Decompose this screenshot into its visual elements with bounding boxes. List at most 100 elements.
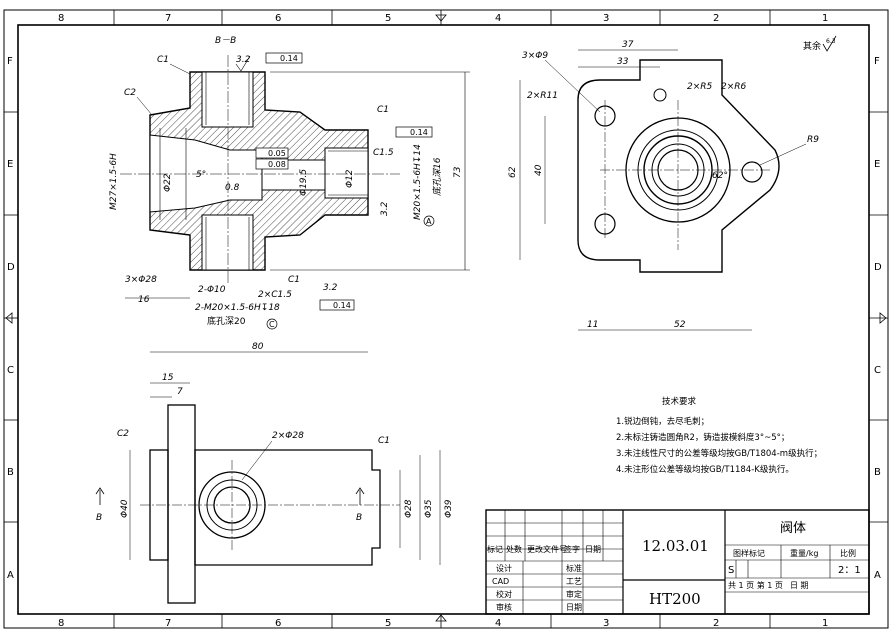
tb-sign-row: 设计 [496, 563, 512, 573]
hole-depth-16: 底孔深16 [432, 157, 443, 196]
dim-2-d10: 2-Φ10 [198, 285, 226, 295]
col-label: 5 [385, 618, 391, 629]
dim-c1: C1 [377, 105, 389, 115]
section-label: B－B [215, 36, 236, 46]
row-label: B [7, 467, 14, 478]
dim-c1: C1 [157, 55, 169, 65]
roughness-ra: 3.2 [380, 201, 390, 216]
thread-m20-bottom: 2-M20×1.5-6H↧18 [195, 303, 280, 313]
bolt-hole [741, 161, 763, 183]
col-label: 5 [385, 13, 391, 24]
tb-sign-row: 审核 [496, 602, 512, 612]
zone-ticks [4, 10, 888, 628]
material: HT200 [649, 590, 701, 608]
note-item: 2.未标注铸造圆角R2，铸造拔模斜度3°~5°； [616, 432, 789, 443]
part-name: 阀体 [780, 521, 806, 536]
thread-bore [324, 147, 369, 199]
row-label: F [7, 56, 13, 67]
outer-frame [3, 9, 889, 629]
row-label: E [7, 159, 13, 170]
dia-35: Φ35 [424, 499, 434, 518]
height-40: 40 [534, 164, 544, 176]
dim-c2: C2 [124, 88, 136, 98]
row-label: C [874, 365, 881, 376]
row-label: C [7, 365, 14, 376]
note-item: 3.未注线性尺寸的公差等级均按GB/T1804-m级执行； [616, 448, 822, 459]
bottom-view: 80 15 7 C2 2×Φ28 C1 Φ40 Φ28 Φ35 Φ39 B B [95, 342, 454, 604]
dim-2xr5: 2×R5 [687, 82, 713, 92]
row-label: B [874, 467, 881, 478]
col-label: 4 [495, 618, 501, 629]
sheet-count: 共 1 页 第 1 页 [728, 580, 783, 590]
dim-c1: C1 [288, 275, 300, 285]
datum-a: A [426, 217, 432, 226]
thread-m20-right: M20×1.5-6H↧14 [413, 144, 423, 220]
tolerance-0.08: 0.08 [268, 160, 286, 169]
angle-62: 62° [712, 171, 728, 181]
width-11: 11 [587, 320, 598, 330]
row-label: F [874, 56, 880, 67]
height-73: 73 [453, 166, 463, 178]
col-label: 8 [58, 618, 64, 629]
row-label: E [874, 159, 880, 170]
general-roughness: 其余 6.3 [803, 35, 837, 52]
dim-2xd28: 2×Φ28 [272, 431, 304, 441]
scale-label: 比例 [840, 548, 856, 558]
view-direction-b: B [356, 513, 362, 523]
row-label: A [7, 570, 14, 581]
col-label: 4 [495, 13, 501, 24]
flange-outline [577, 59, 780, 273]
section-view: B－B C1 C2 3.2 [109, 36, 470, 330]
tb-header: 日期 [585, 545, 601, 554]
tolerance-0.14: 0.14 [410, 128, 428, 137]
col-label: 6 [275, 13, 281, 24]
width-52: 52 [674, 320, 686, 330]
dim-2xr11: 2×R11 [527, 91, 558, 101]
tb-sign-row: CAD [492, 577, 509, 586]
tolerance-0.05: 0.05 [268, 149, 286, 158]
inner-frame [17, 24, 870, 615]
end-view: 37 33 3×Φ9 2×R11 2×R5 2×R6 R9 62 40 62° … [508, 40, 819, 331]
weight-label: 重量/kg [790, 548, 818, 558]
drawing-code: 12.03.01 [642, 537, 709, 555]
angle-5: 5° [196, 170, 206, 180]
tb-header: 更改文件号 [527, 544, 567, 554]
row-label: D [874, 262, 882, 273]
bottom-bore [201, 214, 254, 271]
centering-marks [5, 14, 887, 622]
stage-label: 图样标记 [733, 548, 765, 558]
col-label: 3 [603, 618, 609, 629]
dim-2xr6: 2×R6 [721, 82, 747, 92]
scale-value: 2：1 [838, 565, 861, 576]
dia-39: Φ39 [444, 499, 454, 518]
col-label: 7 [165, 13, 171, 24]
roughness-value: 6.3 [826, 38, 836, 45]
zone-labels: 8 7 6 5 4 3 2 1 8 7 6 5 4 3 2 1 F E D C … [7, 13, 882, 629]
dia-22: Φ22 [163, 173, 173, 192]
title-block: 标记 处数 更改文件号 签字 日期 设计 CAD 校对 审核 标准 工艺 审定 … [485, 509, 870, 615]
tb-sign-row: 校对 [496, 589, 512, 599]
thread-m27: M27×1.5-6H [109, 153, 119, 210]
tb-header: 处数 [506, 544, 522, 554]
tolerance-0.14: 0.14 [333, 301, 351, 310]
dim-3xd28: 3×Φ28 [125, 275, 157, 285]
dim-2xc1.5: 2×C1.5 [258, 290, 292, 300]
dia-12: Φ12 [345, 169, 355, 188]
col-label: 8 [58, 13, 64, 24]
dia-19.5: Φ19.5 [299, 169, 309, 196]
roughness-ra: 3.2 [323, 283, 338, 293]
dim-0.8: 0.8 [225, 183, 240, 193]
notes-title: 技术要求 [662, 396, 697, 407]
dim-c1: C1 [378, 436, 390, 446]
stage-value: S [728, 565, 734, 576]
width-15: 15 [162, 373, 174, 383]
dim-r9: R9 [807, 135, 819, 145]
height-62: 62 [508, 166, 518, 178]
tb-header: 签字 [564, 544, 580, 554]
datum-c: C [269, 320, 275, 329]
col-label: 1 [822, 618, 828, 629]
roughness-note: 其余 [803, 40, 821, 52]
width-7: 7 [177, 387, 183, 397]
note-item: 4.未注形位公差等级均按GB/T1184-K级执行。 [616, 464, 794, 475]
